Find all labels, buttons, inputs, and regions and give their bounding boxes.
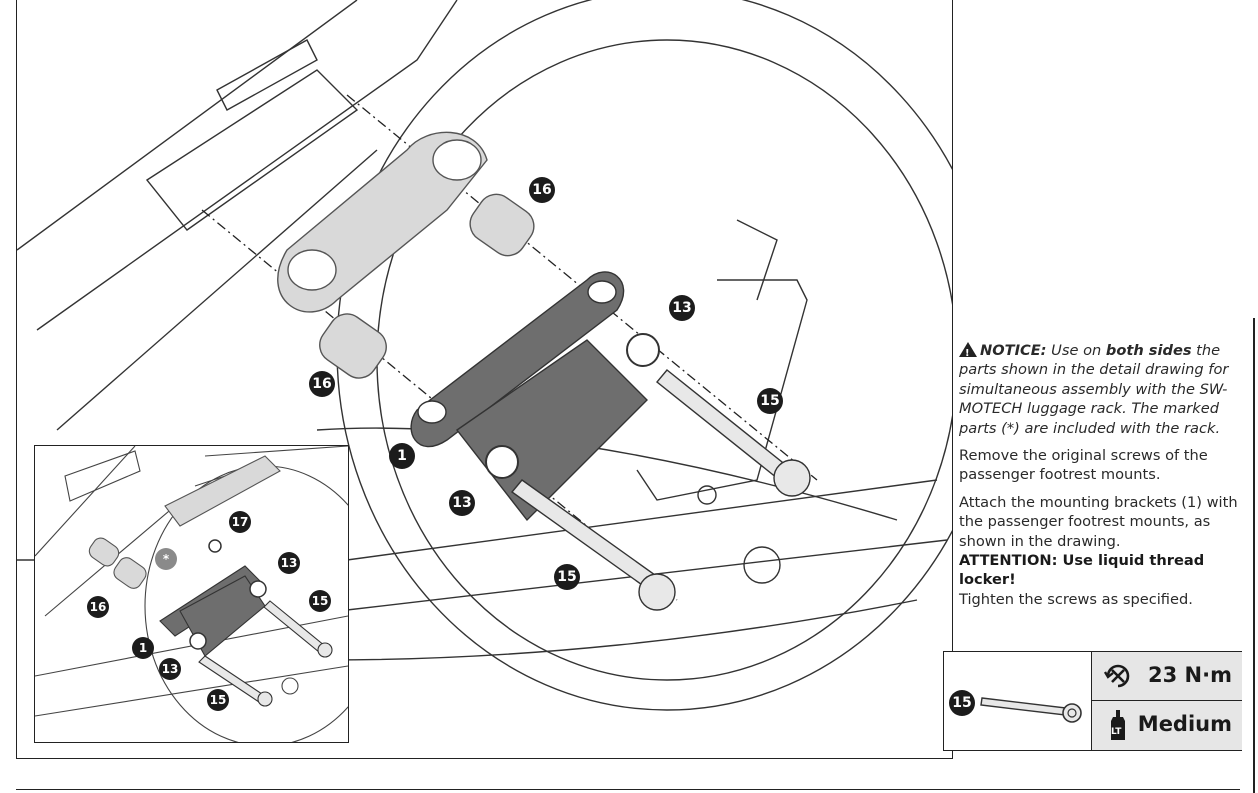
callout-13-lower: 13 (449, 490, 475, 516)
inset-callout-13-upper: 13 (278, 552, 300, 574)
warning-icon (959, 342, 977, 363)
step-attach-brackets: Attach the mounting brackets (1) with th… (959, 493, 1238, 550)
inset-callout-17: 17 (229, 511, 251, 533)
torque-row: 23 N·m (1092, 652, 1242, 701)
assembly-drawing: 16 16 13 13 15 15 1 (16, 0, 953, 759)
footer-rule (16, 789, 1240, 790)
inset-callout-1: 1 (132, 637, 154, 659)
step-remove-screws: Remove the original screws of the passen… (959, 447, 1208, 484)
torque-wrench-icon (1103, 664, 1130, 688)
notice-paragraph: NOTICE: Use on both sides the parts show… (959, 341, 1245, 438)
attention-threadlocker: ATTENTION: Use liquid thread locker! (959, 552, 1205, 589)
notice-text-2: the parts shown in the detail drawing fo… (959, 342, 1229, 437)
threadlocker-row: LT Medium (1092, 701, 1242, 749)
page-edge-rule (1253, 318, 1255, 793)
spec-values-cell: 23 N·m LT Medium (1091, 652, 1242, 750)
callout-15-lower: 15 (554, 564, 580, 590)
notice-label: NOTICE: (980, 342, 1047, 359)
inset-line-art (35, 446, 348, 742)
torque-value: 23 N·m (1148, 663, 1232, 687)
callout-16-upper: 16 (529, 177, 555, 203)
instruction-text: NOTICE: Use on both sides the parts show… (959, 341, 1245, 617)
screw-icon (980, 697, 1082, 723)
callout-15-right: 15 (757, 388, 783, 414)
callout-13-upper: 13 (669, 295, 695, 321)
callout-1: 1 (389, 443, 415, 469)
notice-emphasis: both sides (1105, 342, 1192, 359)
step-tighten: Tighten the screws as specified. (959, 590, 1193, 608)
torque-spec-table: 15 23 N·m LT Medium (943, 651, 1242, 751)
detail-inset: 17 * 13 15 16 1 13 15 (34, 445, 349, 743)
inset-callout-star: * (155, 548, 177, 570)
inset-callout-15-lower: 15 (207, 689, 229, 711)
inset-callout-16: 16 (87, 596, 109, 618)
inset-callout-13-lower: 13 (159, 658, 181, 680)
callout-16-lower: 16 (309, 371, 335, 397)
notice-text-1: Use on (1046, 342, 1106, 359)
torque-callout-15: 15 (949, 690, 975, 716)
threadlocker-bottle-icon (1111, 710, 1125, 740)
screw-illustration-cell: 15 (944, 652, 1091, 750)
threadlocker-value: Medium (1137, 712, 1232, 736)
threadlocker-label: LT (1111, 727, 1122, 737)
motorcycle-line-art (17, 0, 952, 711)
inset-callout-15-right: 15 (309, 590, 331, 612)
